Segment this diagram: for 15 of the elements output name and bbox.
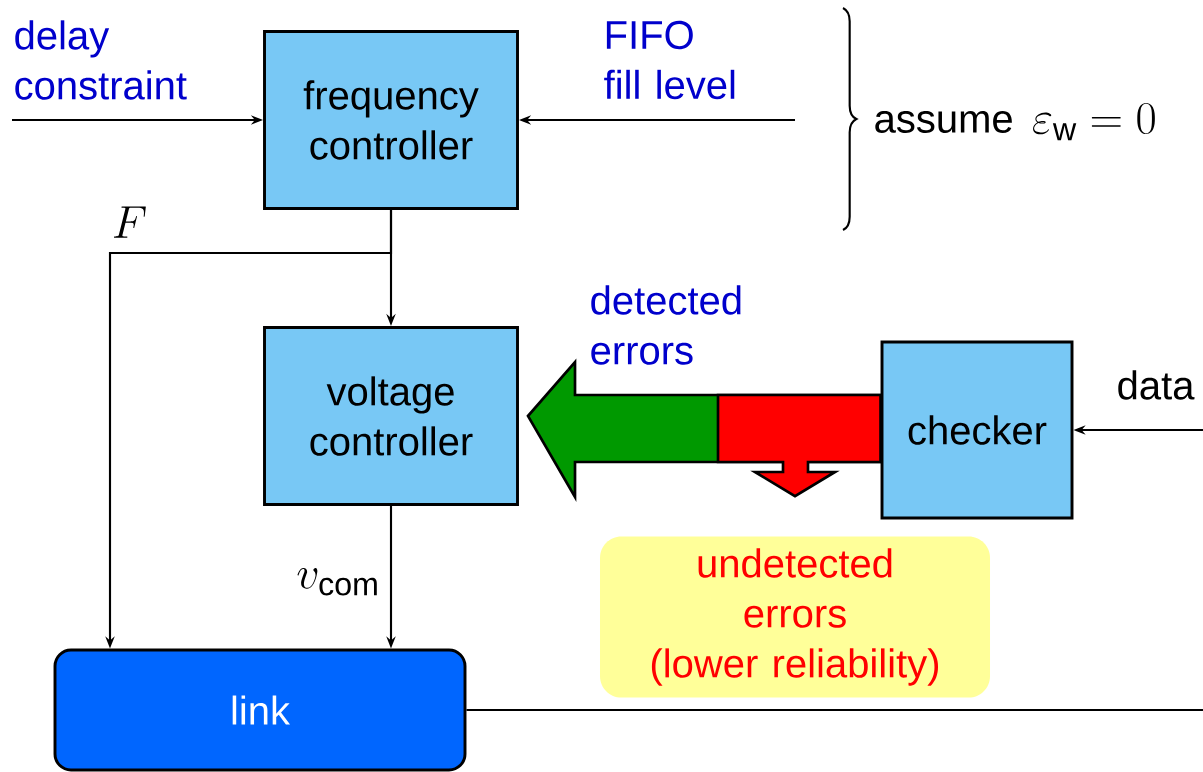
block-arrow (716, 393, 882, 498)
note-text: assume (875, 111, 1012, 133)
edge-label: FIFO fill level (604, 20, 735, 100)
formula: $\varepsilon_{\mathrm{w}} = 0$ (1033, 103, 1155, 141)
edge-label: $v_{\mathrm{com}}$ (297, 568, 377, 596)
connector-line (466, 708, 1203, 712)
edge-label: $F$ (113, 206, 146, 238)
edge-label: data (1118, 370, 1195, 400)
process-box: checker (880, 340, 1074, 520)
note-box: undetected errors (lower reliability) (600, 536, 990, 698)
process-box: frequency controller (263, 30, 519, 210)
edge-label: delay constraint (15, 20, 187, 100)
link-box: link (53, 648, 467, 772)
process-box: voltage controller (263, 326, 519, 506)
edge-label: detected errors (591, 285, 741, 365)
